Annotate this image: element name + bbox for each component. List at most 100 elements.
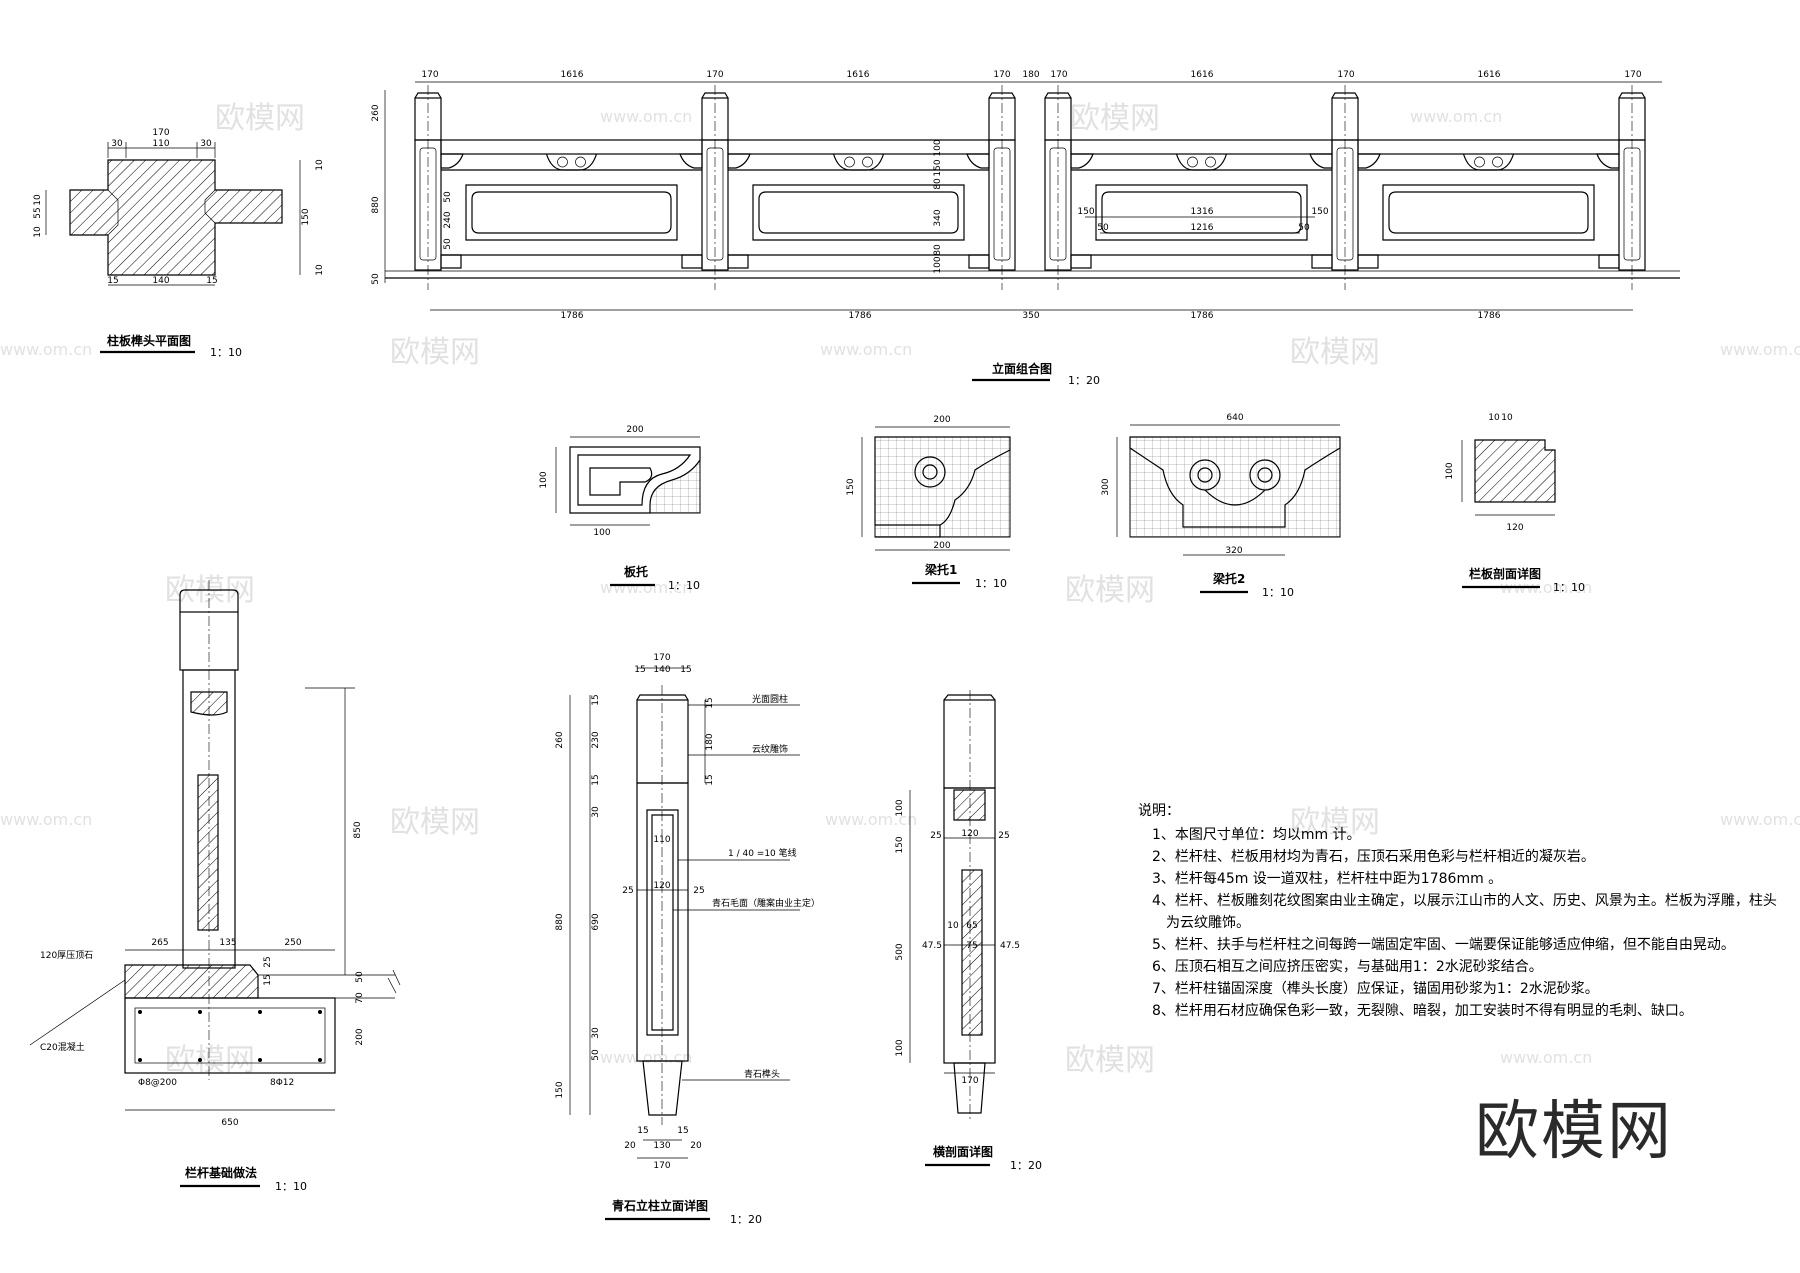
rebar-dot bbox=[198, 1058, 202, 1062]
dim-elev-bottom: 1786 bbox=[1478, 311, 1501, 321]
post-head bbox=[636, 699, 689, 784]
rebar-dot bbox=[138, 1058, 142, 1062]
title-board-bracket: 板托 bbox=[624, 564, 648, 579]
note-item: 5、栏杆、扶手与栏杆柱之间每跨一端固定牢固、一端要保证能够适应伸缩，但不能自由晃… bbox=[1152, 937, 1735, 953]
dim-elev-top: 170 bbox=[1337, 70, 1354, 80]
dim-post: 260 bbox=[555, 731, 565, 748]
dim-post: 50 bbox=[591, 1049, 601, 1061]
cloud-scroll bbox=[1474, 156, 1485, 168]
dim-right-a: 10 bbox=[315, 159, 325, 171]
base-bracket bbox=[1598, 254, 1620, 269]
scale-foundation: 1：10 bbox=[275, 1180, 307, 1193]
view-rail-section: 10 10 100 120 栏板剖面详图 1：10 bbox=[1445, 413, 1585, 594]
dim-elev-bottom: 1786 bbox=[1191, 311, 1214, 321]
dim-foundation: 265 bbox=[151, 938, 168, 948]
dim-elev-left: 880 bbox=[371, 196, 381, 213]
view-beam-bracket-2: 640 300 320 梁托2 1：10 bbox=[1101, 413, 1341, 599]
dim-elev-top: 170 bbox=[1624, 70, 1641, 80]
watermark-brand: 欧模网 bbox=[165, 1043, 255, 1078]
dim-post: 170 bbox=[653, 653, 670, 663]
dim-post: 140 bbox=[653, 665, 670, 675]
dim-foundation: 70 bbox=[355, 992, 365, 1004]
dim-post: 20 bbox=[624, 1141, 636, 1151]
dim-section: 25 bbox=[998, 831, 1009, 841]
dim-elev-inner: 50 bbox=[1097, 223, 1109, 233]
dim-elev-inner: 340 bbox=[933, 209, 943, 226]
view-foundation: 850 265 135 250 25 15 50 70 200 650 120厚… bbox=[29, 580, 401, 1193]
tenon-notch-right bbox=[204, 189, 216, 224]
dim-elev-inner: 50 bbox=[1298, 223, 1310, 233]
rebar-dot bbox=[318, 1010, 322, 1014]
watermark-site: www.om.cn bbox=[825, 810, 917, 829]
view-tenon-plan: 170 30 110 30 10 55 10 10 150 10 15 140 … bbox=[33, 128, 325, 359]
watermark-site: www.om.cn bbox=[0, 340, 92, 359]
post-group bbox=[414, 85, 1646, 290]
base-bracket bbox=[1357, 254, 1379, 269]
corner-bracket bbox=[1596, 153, 1620, 169]
view-beam-bracket-1: 200 150 200 梁托1 1：10 bbox=[846, 415, 1011, 590]
dim-post: 230 bbox=[591, 731, 601, 748]
title-elevation: 立面组合图 bbox=[992, 361, 1052, 376]
dim-elev-inner: 80 bbox=[933, 244, 943, 256]
dim-elev-inner: 150 bbox=[1077, 207, 1094, 217]
cloud-scroll bbox=[844, 156, 855, 168]
label-rebar-b: 8Φ12 bbox=[270, 1078, 294, 1088]
scale-tenon-plan: 1：10 bbox=[210, 346, 242, 359]
dim-foundation: 25 bbox=[263, 956, 273, 967]
base-bracket bbox=[440, 254, 462, 269]
note-item: 1、本图尺寸单位：均以mm 计。 bbox=[1152, 827, 1361, 843]
dim-post: 15 bbox=[637, 1126, 648, 1136]
dim-top-mid: 110 bbox=[152, 139, 169, 149]
dim-elev-top: 1616 bbox=[1191, 70, 1214, 80]
watermark-brand: 欧模网 bbox=[1290, 335, 1380, 370]
watermark-site: www.om.cn bbox=[1410, 107, 1502, 126]
label-rebar-a: Φ8@200 bbox=[138, 1078, 177, 1088]
corner-bracket bbox=[1357, 153, 1381, 169]
dim-beam-bracket-1: 200 bbox=[933, 415, 950, 425]
title-cross-section: 横剖面详图 bbox=[933, 1144, 993, 1159]
dim-elev-inner: 100 bbox=[933, 256, 943, 273]
watermark-site: www.om.cn bbox=[0, 810, 92, 829]
rebar-dot bbox=[138, 1010, 142, 1014]
dim-elev-bottom: 1786 bbox=[561, 311, 584, 321]
dim-top-total: 170 bbox=[152, 128, 169, 138]
watermark-site: www.om.cn bbox=[600, 578, 692, 597]
corner-bracket bbox=[966, 153, 990, 169]
dim-post: 15 bbox=[677, 1126, 688, 1136]
dim-elev-bottom: 1786 bbox=[849, 311, 872, 321]
post-relief-hatch bbox=[197, 774, 219, 931]
dim-elev-top: 170 bbox=[706, 70, 723, 80]
dim-section: 100 bbox=[895, 799, 905, 816]
dim-post: 20 bbox=[690, 1141, 702, 1151]
brand-logo: 欧模网 bbox=[1475, 1095, 1673, 1169]
dim-elev-inner: 50 bbox=[443, 191, 453, 203]
rebar-dot bbox=[258, 1010, 262, 1014]
dim-bot-b: 140 bbox=[152, 276, 169, 286]
dim-foundation: 650 bbox=[221, 1118, 238, 1128]
dim-section: 10 bbox=[947, 921, 959, 931]
title-foundation: 栏杆基础做法 bbox=[185, 1165, 257, 1180]
dim-elev-top: 170 bbox=[993, 70, 1010, 80]
dim-section: 150 bbox=[895, 836, 905, 853]
dim-foundation: 135 bbox=[219, 938, 236, 948]
dim-bot-c: 15 bbox=[206, 276, 217, 286]
watermark-brand: 欧模网 bbox=[390, 335, 480, 370]
dim-post: 690 bbox=[591, 913, 601, 930]
scale-beam-bracket-1: 1：10 bbox=[975, 577, 1007, 590]
dim-post: 110 bbox=[653, 835, 670, 845]
view-post-elevation: 170 15 140 15 260 15 230 15 880 30 690 3… bbox=[555, 653, 820, 1226]
dim-post: 150 bbox=[555, 1081, 565, 1098]
dim-left-c: 10 bbox=[33, 226, 43, 238]
dim-post: 880 bbox=[555, 913, 565, 930]
cloud-scroll bbox=[862, 156, 873, 168]
note-item: 7、栏杆柱锚固深度（榫头长度）应保证，锚固用砂浆为1：2水泥砂浆。 bbox=[1152, 981, 1599, 997]
dim-elev-bottom: 350 bbox=[1022, 311, 1039, 321]
notes-heading: 说明： bbox=[1138, 803, 1180, 819]
scale-cross-section: 1：20 bbox=[1010, 1159, 1042, 1172]
dim-section: 170 bbox=[961, 1076, 978, 1086]
label-post: 青石榫头 bbox=[744, 1068, 780, 1080]
watermark-brand: 欧模网 bbox=[1070, 101, 1160, 136]
dim-elev-top: 180 bbox=[1022, 70, 1039, 80]
base-bracket bbox=[1070, 254, 1092, 269]
dim-post: 120 bbox=[653, 881, 670, 891]
